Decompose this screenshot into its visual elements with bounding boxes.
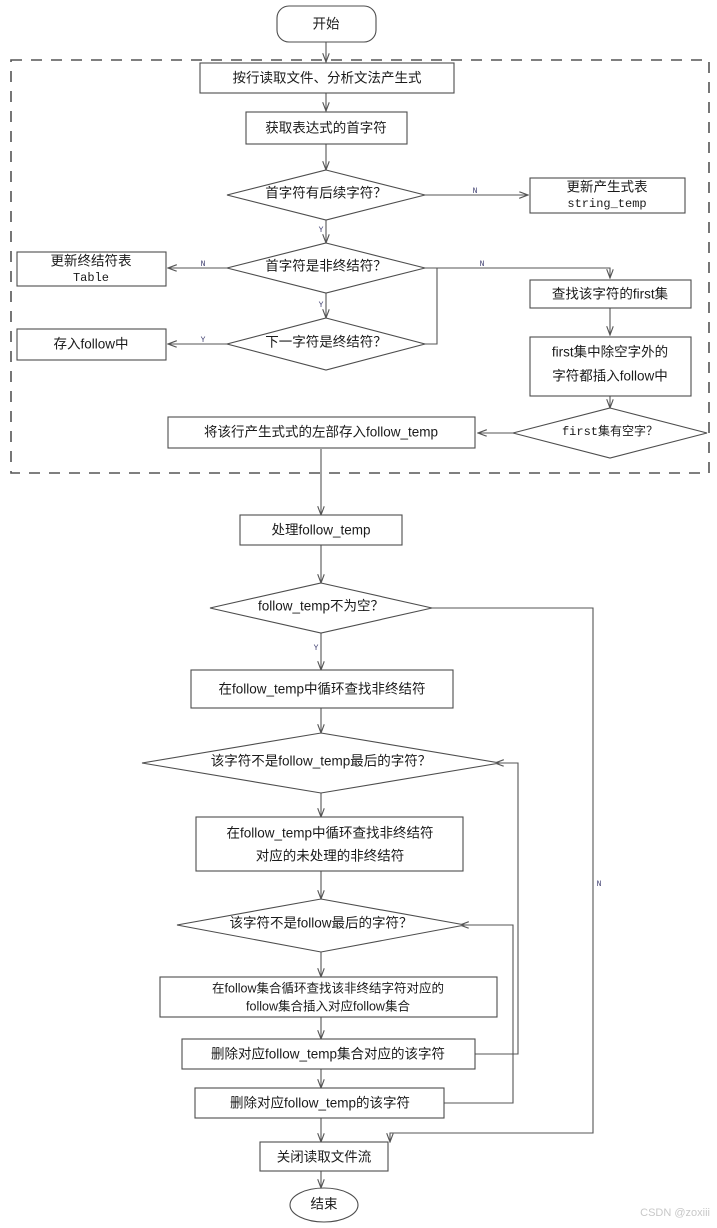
node-process-follow-temp-label: 处理follow_temp (271, 523, 370, 538)
node-loop-find-unprocessed[interactable]: 在follow_temp中循环查找非终结符 对应的未处理的非终结符 (195, 816, 464, 872)
node-end[interactable]: 结束 (289, 1187, 359, 1223)
node-is-nonterminal[interactable]: 首字符是非终结符？ (226, 242, 426, 294)
node-not-last-of-follow[interactable]: 该字符不是follow最后的字符？ (176, 898, 466, 953)
node-insert-into-follow-set-line1: 在follow集合循环查找该非终结字符对应的 (212, 980, 444, 995)
node-has-next-char[interactable]: 首字符有后续字符？ (226, 169, 426, 221)
node-find-first-set-label: 查找该字符的first集 (552, 287, 669, 302)
branch-label-follow-temp-no: N (597, 880, 602, 889)
node-loop-find-unprocessed-line2: 对应的未处理的非终结符 (256, 848, 405, 864)
node-update-term-table[interactable]: 更新终结符表 Table (16, 251, 167, 287)
edge-follow-temp-not-empty-no-loop (390, 607, 594, 1142)
dashed-region-phase-one (10, 59, 710, 474)
node-insert-into-follow-set[interactable]: 在follow集合循环查找该非终结字符对应的 follow集合插入对应follo… (159, 976, 498, 1018)
branch-label-is-nonterminal-yes: Y (319, 301, 324, 310)
branch-label-next-is-terminal-yes: Y (201, 336, 206, 345)
node-end-label: 结束 (311, 1197, 338, 1212)
node-follow-temp-not-empty[interactable]: follow_temp不为空？ (209, 582, 433, 634)
node-first-has-empty[interactable]: first集有空字？ (512, 407, 708, 459)
node-update-prod-table[interactable]: 更新产生式表 string_temp (529, 177, 686, 214)
node-not-last-of-follow-temp[interactable]: 该字符不是follow_temp最后的字符？ (141, 732, 501, 794)
node-insert-nonempty-line2: 字符都插入follow中 (552, 369, 668, 384)
node-start-label: 开始 (313, 17, 340, 32)
node-read-file[interactable]: 按行读取文件、分析文法产生式 (199, 62, 455, 94)
node-read-file-label: 按行读取文件、分析文法产生式 (233, 71, 422, 86)
node-save-into-follow-label: 存入follow中 (53, 337, 128, 352)
node-next-is-terminal-label: 下一字符是终结符？ (265, 335, 387, 350)
node-insert-nonempty[interactable]: first集中除空字外的 字符都插入follow中 (529, 336, 692, 397)
node-update-prod-table-line2: string_temp (567, 197, 646, 211)
node-next-is-terminal[interactable]: 下一字符是终结符？ (224, 317, 428, 371)
node-delete-from-follow-temp[interactable]: 删除对应follow_temp的该字符 (194, 1087, 445, 1119)
node-first-has-empty-label: first集有空字？ (562, 423, 658, 439)
node-update-prod-table-line1: 更新产生式表 (567, 180, 648, 195)
watermark-text: CSDN @zoxiii (640, 1207, 710, 1219)
node-store-left-part-label: 将该行产生式式的左部存入follow_temp (204, 425, 438, 440)
node-insert-into-follow-set-line2: follow集合插入对应follow集合 (246, 998, 410, 1013)
node-not-last-of-follow-temp-label: 该字符不是follow_temp最后的字符？ (211, 754, 432, 769)
node-follow-temp-not-empty-label: follow_temp不为空？ (258, 599, 384, 614)
branch-label-has-next-yes: Y (319, 226, 324, 235)
node-delete-from-set-label: 删除对应follow_temp集合对应的该字符 (211, 1046, 445, 1062)
edge-next-is-terminal-right-join (425, 268, 438, 345)
edge-delete-from-set-loop-back (475, 763, 519, 1055)
branch-label-follow-temp-yes: Y (314, 644, 319, 653)
node-get-first-char-label: 获取表达式的首字符 (265, 121, 387, 136)
node-delete-from-set[interactable]: 删除对应follow_temp集合对应的该字符 (181, 1038, 476, 1070)
node-insert-nonempty-line1: first集中除空字外的 (552, 345, 668, 360)
node-close-stream[interactable]: 关闭读取文件流 (259, 1141, 389, 1172)
node-store-left-part[interactable]: 将该行产生式式的左部存入follow_temp (167, 416, 476, 449)
node-loop-find-nonterminal-label: 在follow_temp中循环查找非终结符 (218, 682, 425, 697)
node-update-term-table-line2: Table (73, 271, 109, 285)
node-find-first-set[interactable]: 查找该字符的first集 (529, 279, 692, 309)
branch-label-is-nonterminal-right-no: N (480, 260, 485, 269)
edge-is-nonterminal-right-no-to-find-first-set (425, 267, 610, 278)
node-process-follow-temp[interactable]: 处理follow_temp (239, 514, 403, 546)
node-loop-find-unprocessed-line1: 在follow_temp中循环查找非终结符 (226, 826, 433, 841)
node-close-stream-label: 关闭读取文件流 (277, 1150, 372, 1165)
node-get-first-char[interactable]: 获取表达式的首字符 (245, 111, 408, 145)
node-is-nonterminal-label: 首字符是非终结符？ (265, 259, 387, 274)
node-has-next-char-label: 首字符有后续字符？ (265, 186, 387, 201)
node-start[interactable]: 开始 (276, 5, 377, 43)
node-loop-find-nonterminal[interactable]: 在follow_temp中循环查找非终结符 (190, 669, 454, 709)
node-not-last-of-follow-label: 该字符不是follow最后的字符？ (229, 916, 412, 931)
node-delete-from-follow-temp-label: 删除对应follow_temp的该字符 (230, 1095, 410, 1111)
node-update-term-table-line1: 更新终结符表 (51, 254, 132, 269)
node-save-into-follow[interactable]: 存入follow中 (16, 328, 167, 361)
edge-delete-follow-temp-loop-back (444, 925, 514, 1104)
branch-label-is-nonterminal-no: N (201, 260, 206, 269)
branch-label-has-next-no: N (473, 187, 478, 196)
